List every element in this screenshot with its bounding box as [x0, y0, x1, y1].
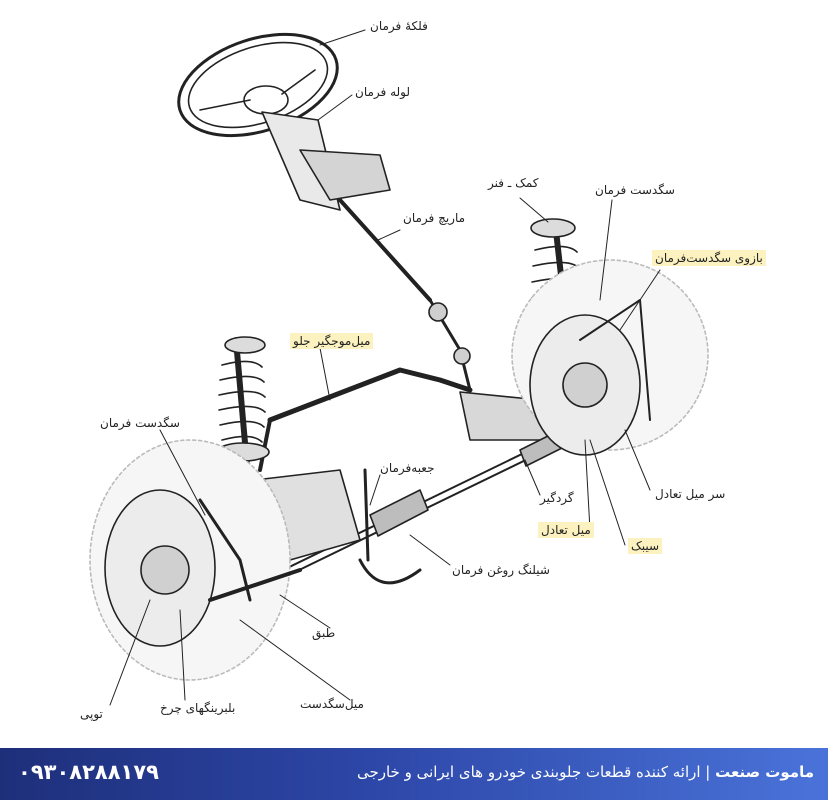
steering-wheel-drawing	[177, 32, 339, 138]
label-knuckle-rod: میل‌سگدست	[300, 697, 364, 711]
footer-banner: ۰۹۳۰۸۲۸۸۱۷۹ ماموت صنعت | ارائه کننده قطع…	[0, 748, 828, 800]
label-ball-joint: سیبک	[628, 538, 663, 554]
label-wheel-bearings: بلبرینگهای چرخ	[160, 701, 236, 715]
stabilizer-bar-drawing	[258, 367, 473, 472]
steering-column-drawing	[261, 111, 472, 392]
label-steering-wheel: فلکهٔ فرمان	[370, 19, 428, 33]
label-lower-arm: طبق	[312, 626, 336, 640]
label-oil-hose: شیلنگ روغن فرمان	[452, 563, 550, 577]
label-knuckle-right: سگدست فرمان	[595, 183, 675, 197]
footer-separator: |	[700, 763, 716, 781]
label-steering-shaft: ماریچ فرمان	[403, 211, 466, 225]
label-dust-boot: گردگیر	[540, 491, 574, 505]
label-hub: توپی	[80, 707, 103, 721]
label-steering-column: لوله فرمان	[355, 85, 411, 99]
label-knuckle-left: سگدست فرمان	[100, 416, 180, 430]
label-shock-spring: کمک ـ فنر	[488, 176, 539, 190]
left-wheel-drawing	[89, 439, 302, 681]
label-tie-rod-end: سر میل تعادل	[655, 487, 726, 501]
brand-name: ماموت صنعت	[715, 763, 814, 781]
label-knuckle-arm: بازوی سگدست‌فرمان	[652, 250, 766, 266]
label-steering-box: جعبه‌فرمان	[380, 461, 435, 475]
footer-tagline: ماموت صنعت | ارائه کننده قطعات جلوبندی خ…	[357, 763, 814, 781]
right-wheel-drawing	[511, 259, 709, 456]
tagline-text: ارائه کننده قطعات جلوبندی خودرو های ایرا…	[356, 763, 701, 781]
phone-number[interactable]: ۰۹۳۰۸۲۸۸۱۷۹	[18, 760, 159, 784]
label-tie-rod: میل تعادل	[538, 522, 594, 538]
suspension-diagram	[89, 29, 709, 706]
leader-lines	[109, 29, 661, 706]
label-front-stabilizer: میل‌موجگیر جلو	[290, 333, 374, 349]
